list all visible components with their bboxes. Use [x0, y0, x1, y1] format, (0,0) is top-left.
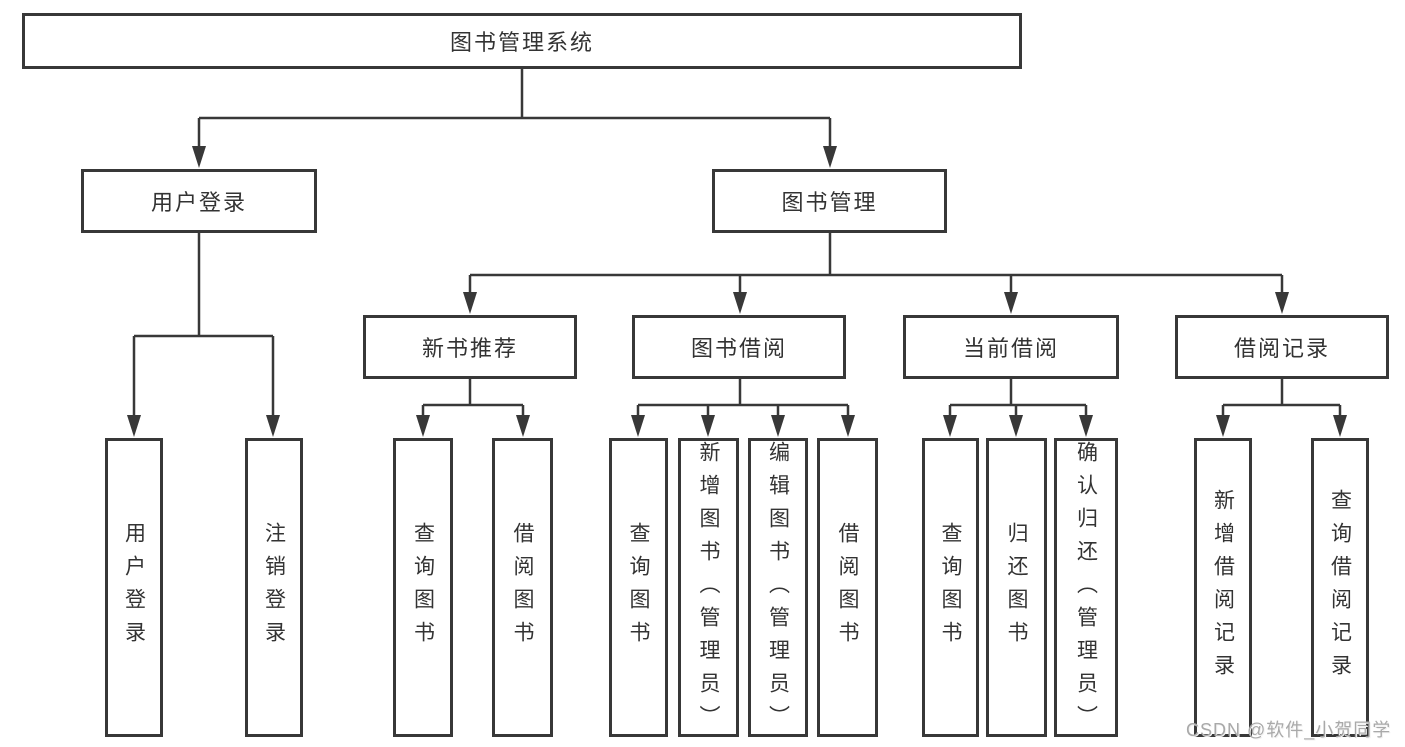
arrow-down-icon — [771, 415, 785, 437]
leaf-return-books: 归还图书 — [986, 438, 1047, 737]
node-book-borrowing: 图书借阅 — [632, 315, 846, 379]
node-new-book-recommend-label: 新书推荐 — [421, 336, 518, 361]
node-user-login: 用户登录 — [81, 169, 317, 233]
arrow-down-icon — [127, 415, 141, 437]
leaf-borrow-books-recommend-label: 借阅图书 — [511, 521, 535, 654]
connector-user-login-to-leaves — [127, 233, 280, 437]
leaf-query-books-current: 查询图书 — [922, 438, 979, 737]
leaf-query-borrow-record: 查询借阅记录 — [1311, 438, 1369, 737]
node-current-borrowing: 当前借阅 — [903, 315, 1119, 379]
arrow-down-icon — [192, 146, 206, 168]
node-borrowing-records: 借阅记录 — [1175, 315, 1389, 379]
node-user-login-label: 用户登录 — [150, 190, 247, 215]
leaf-user-login: 用户登录 — [105, 438, 163, 737]
node-book-management: 图书管理 — [712, 169, 947, 233]
leaf-query-books-borrowing: 查询图书 — [609, 438, 668, 737]
leaf-query-books-recommend-label: 查询图书 — [411, 521, 435, 654]
leaf-return-books-label: 归还图书 — [1005, 521, 1029, 654]
node-current-borrowing-label: 当前借阅 — [962, 336, 1059, 361]
leaf-logout: 注销登录 — [245, 438, 303, 737]
leaf-confirm-return-admin-label: 确认归还（管理员） — [1074, 441, 1098, 738]
connector-new-book-recommend-to-leaves — [416, 379, 530, 437]
connector-current-borrowing-to-leaves — [943, 379, 1093, 437]
csdn-watermark: CSDN @软件_小贺同学 — [1186, 720, 1392, 740]
arrow-down-icon — [1275, 292, 1289, 314]
node-book-borrowing-label: 图书借阅 — [690, 336, 787, 361]
leaf-add-books-admin-label: 新增图书（管理员） — [697, 441, 721, 738]
leaf-query-books-current-label: 查询图书 — [939, 521, 963, 654]
node-library-management-system-label: 图书管理系统 — [449, 30, 594, 55]
arrow-down-icon — [266, 415, 280, 437]
leaf-add-borrow-record-label: 新增借阅记录 — [1211, 488, 1235, 687]
arrow-down-icon — [943, 415, 957, 437]
arrow-down-icon — [631, 415, 645, 437]
node-book-management-label: 图书管理 — [781, 190, 878, 215]
node-borrowing-records-label: 借阅记录 — [1233, 336, 1330, 361]
arrow-down-icon — [463, 292, 477, 314]
connector-book-management-to-level3 — [463, 233, 1289, 314]
leaf-logout-label: 注销登录 — [262, 521, 286, 654]
node-new-book-recommend: 新书推荐 — [363, 315, 577, 379]
leaf-query-books-recommend: 查询图书 — [393, 438, 453, 737]
arrow-down-icon — [701, 415, 715, 437]
arrow-down-icon — [1079, 415, 1093, 437]
connector-book-borrowing-to-leaves — [631, 379, 855, 437]
leaf-add-borrow-record: 新增借阅记录 — [1194, 438, 1252, 737]
leaf-borrow-books: 借阅图书 — [817, 438, 878, 737]
leaf-edit-books-admin-label: 编辑图书（管理员） — [766, 441, 790, 738]
leaf-user-login-label: 用户登录 — [122, 521, 146, 654]
leaf-query-borrow-record-label: 查询借阅记录 — [1328, 488, 1352, 687]
leaf-edit-books-admin: 编辑图书（管理员） — [748, 438, 808, 738]
node-library-management-system: 图书管理系统 — [22, 13, 1022, 69]
arrow-down-icon — [1004, 292, 1018, 314]
leaf-borrow-books-recommend: 借阅图书 — [492, 438, 553, 737]
arrow-down-icon — [1216, 415, 1230, 437]
leaf-borrow-books-label: 借阅图书 — [836, 521, 860, 654]
leaf-query-books-borrowing-label: 查询图书 — [627, 521, 651, 654]
leaf-confirm-return-admin: 确认归还（管理员） — [1054, 438, 1118, 738]
arrow-down-icon — [1009, 415, 1023, 437]
connector-borrowing-records-to-leaves — [1216, 379, 1347, 437]
leaf-add-books-admin: 新增图书（管理员） — [678, 438, 739, 738]
arrow-down-icon — [1333, 415, 1347, 437]
connector-root-to-level2 — [192, 69, 837, 168]
arrow-down-icon — [823, 146, 837, 168]
arrow-down-icon — [416, 415, 430, 437]
arrow-down-icon — [841, 415, 855, 437]
arrow-down-icon — [733, 292, 747, 314]
arrow-down-icon — [516, 415, 530, 437]
